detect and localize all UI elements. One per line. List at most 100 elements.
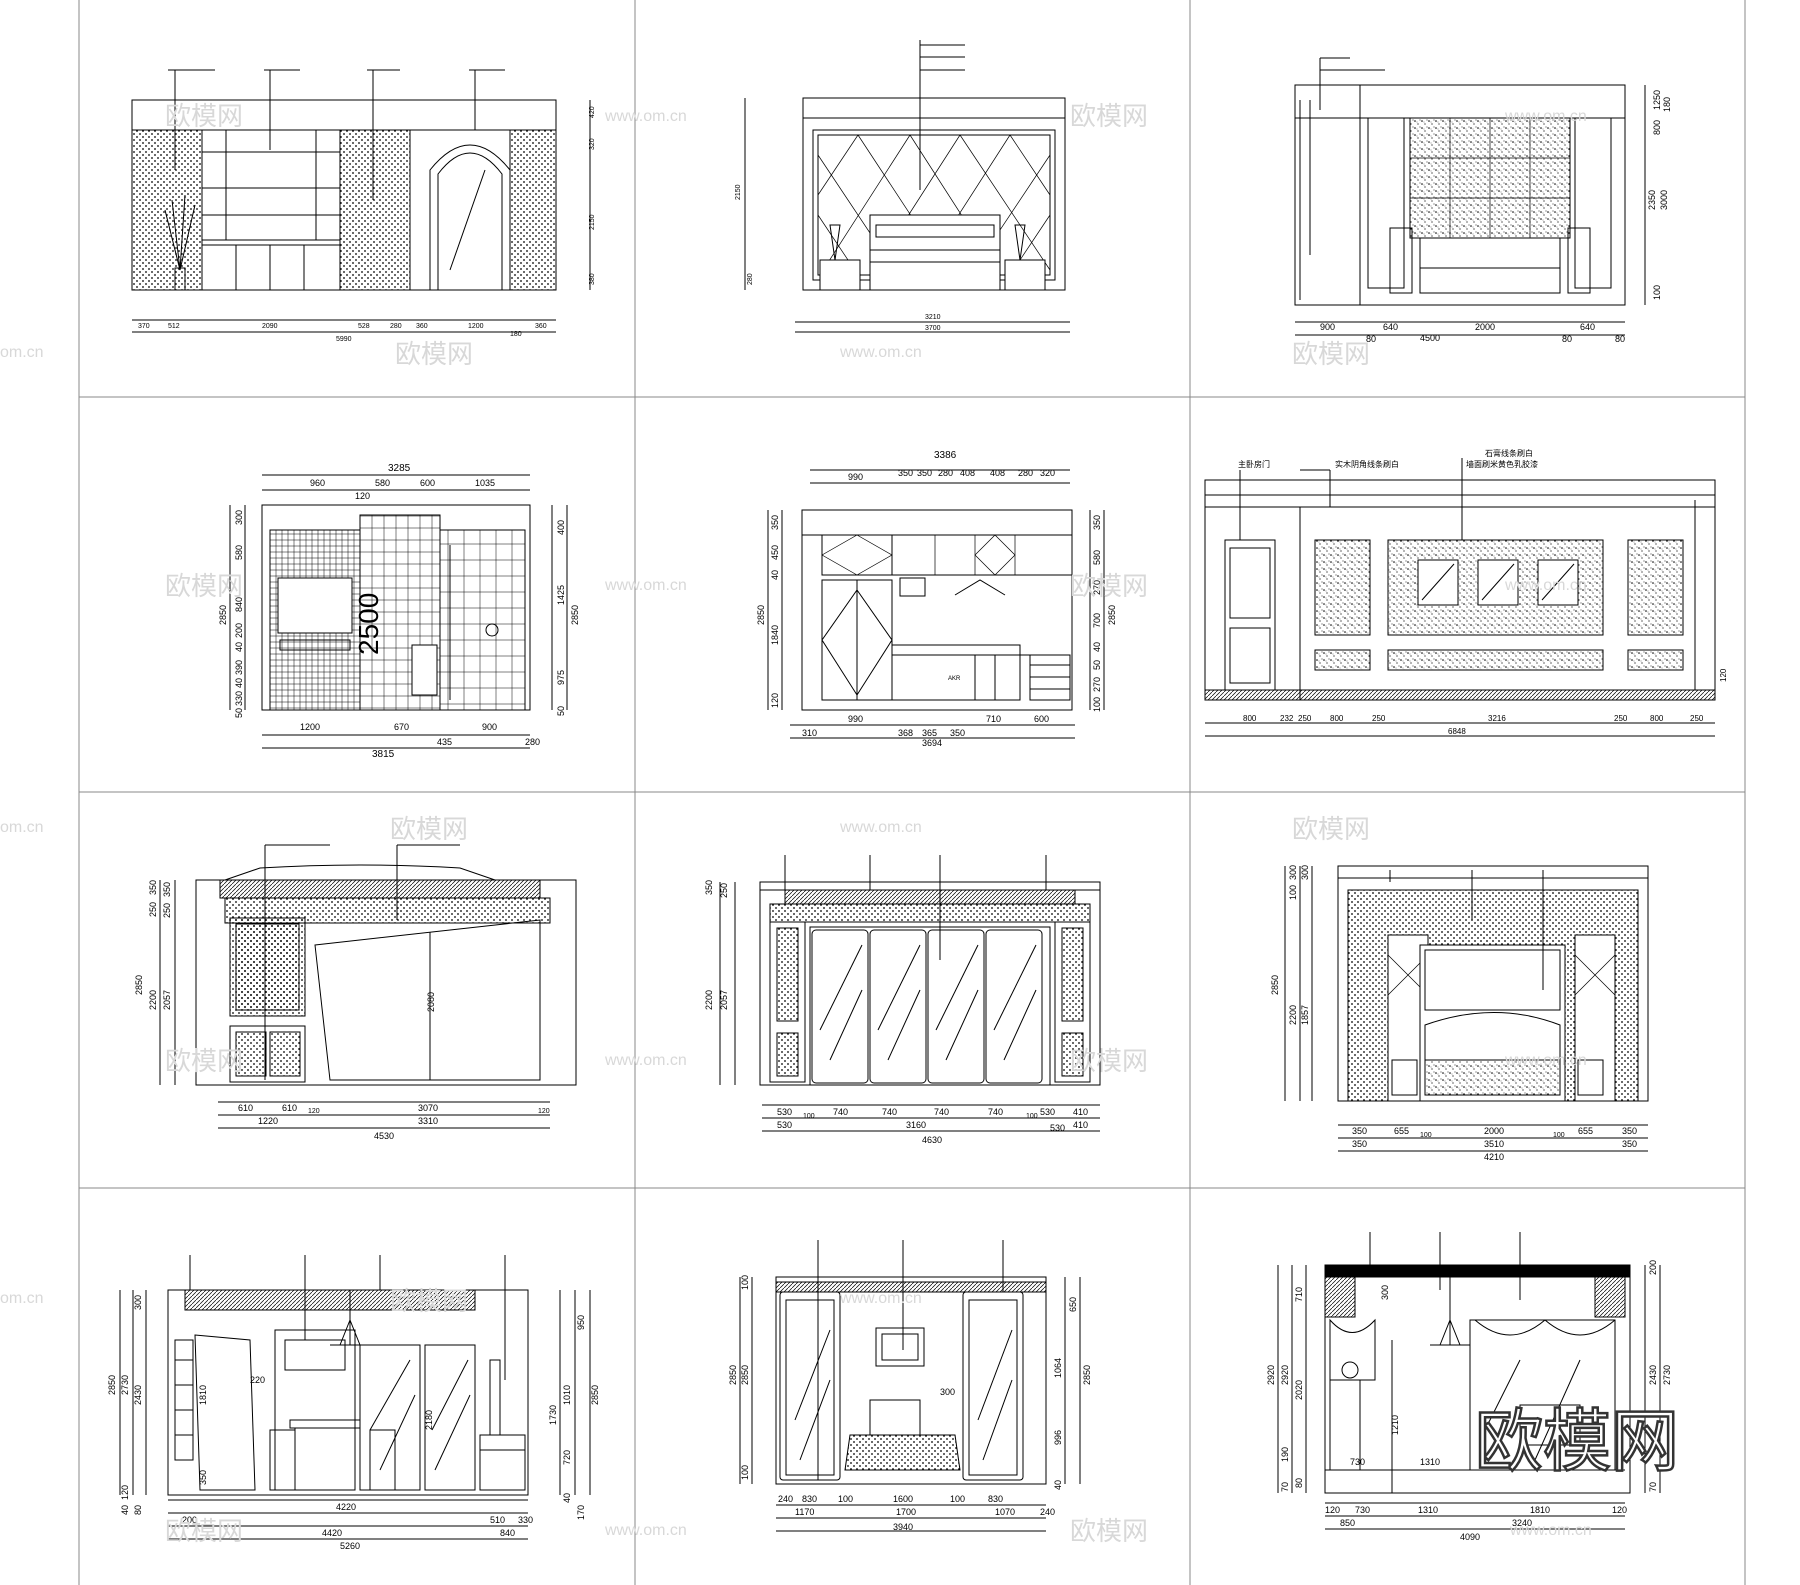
dim-text: 2090 [262,323,278,330]
dim-text: 1857 [1300,1005,1310,1025]
dim-text: 120 [120,1485,130,1500]
dim-text: 1170 [795,1507,814,1517]
panel-2-dim-texts: 3210 3700 2150 280 [735,184,941,332]
dim-text: 990 [848,472,863,482]
dim-text: 2020 [1294,1380,1304,1400]
dim-text: 700 [1092,613,1102,628]
dim-text: 280 [390,323,402,330]
dim-text: 310 [802,728,817,738]
dim-text: 1035 [475,478,495,488]
dim-text: 220 [250,1375,265,1385]
dim-text: 2850 [218,605,228,625]
dim-text: 250 [162,903,172,918]
dim-text: 200 [1648,1260,1658,1275]
dim-text: 200 [234,623,244,638]
dim-text: 1220 [258,1116,278,1126]
dim-text: 300 [1380,1285,1390,1300]
watermark-url: www.om.cn [839,1290,922,1307]
dim-text: 250 [148,902,158,917]
dim-text: 1730 [548,1405,558,1425]
dim-text: 300 [1300,865,1310,880]
dim-text: 990 [848,714,863,724]
total-dim-text: 4500 [1420,333,1440,343]
dim-text: 70 [1280,1482,1290,1492]
annotation-label: 墙面刷米黄色乳胶漆 [1466,459,1538,469]
watermark-brand-large: 欧模网 [1475,1404,1679,1480]
dim-text: 720 [562,1450,572,1465]
dim-text: 200 [182,1515,197,1525]
watermark-brand: 欧模网 [165,1516,243,1546]
dim-text: 975 [556,670,566,685]
watermark-url: www.om.cn [604,1522,687,1539]
dim-text: 2850 [1082,1365,1092,1385]
dim-text: 270 [1092,677,1102,692]
watermark-brand: 欧模网 [1070,101,1148,131]
dim-text: 1010 [562,1385,572,1405]
dim-text: 250 [1690,714,1704,723]
dim-text: 300 [234,510,244,525]
dim-text: 250 [719,883,729,898]
dim-text: 350 [917,468,932,478]
watermark-url: www.om.cn [604,1052,687,1069]
dim-text: 50 [556,706,566,716]
dim-text: 2850 [1270,975,1280,995]
dim-text: 950 [576,1315,586,1330]
dim-text: 1070 [995,1507,1015,1517]
dim-text: 510 [490,1515,505,1525]
dim-text: 2000 [1484,1126,1504,1136]
dim-text: 530 [777,1107,792,1117]
dim-text: 960 [310,478,325,488]
dim-text: 3285 [388,463,411,474]
dim-text: 40 [1053,1480,1063,1490]
dim-text: 3160 [906,1120,926,1130]
dim-text: 50 [234,708,244,718]
dim-text: 800 [1243,714,1257,723]
dim-text: 80 [1366,334,1376,344]
dim-text: 2850 [756,605,766,625]
dim-text: 655 [1394,1126,1409,1136]
dim-text: 2730 [1662,1365,1672,1385]
dim-text: 408 [960,468,975,478]
dim-text: 530 [1050,1123,1065,1133]
dim-text: 2850 [570,605,580,625]
panel-7-dim-texts: 350 250 350 250 2057 2200 2850 2080 610 … [134,880,550,1141]
total-dim-text: 3694 [922,738,942,748]
dim-text: 530 [1040,1107,1055,1117]
panel-3-master-bed-elevation [1294,57,1646,336]
dim-text: 40 [234,642,244,652]
dim-text: 350 [162,882,172,897]
watermark-brand: 欧模网 [390,814,468,844]
dim-text: 50 [1092,660,1102,670]
watermark-brand: 欧模网 [165,1046,243,1076]
watermark-url: om.cn [0,344,44,361]
dim-text: 40 [120,1505,130,1515]
dim-text: 320 [589,138,596,150]
dim-text: 580 [234,545,244,560]
dim-text: 730 [1350,1457,1365,1467]
dim-text: 190 [1280,1447,1290,1462]
dim-text: 710 [986,714,1001,724]
dim-text: 40 [770,570,780,580]
total-dim-text: 3940 [893,1522,913,1532]
panel-10-dim-texts: 300 2850 2730 2430 1810 350 120 40 80 22… [107,1295,600,1551]
watermark-large-layer: 欧模网 [1474,1403,1681,1482]
dim-text: 232 [1280,714,1294,723]
dim-text: 350 [1352,1126,1367,1136]
dim-text: 1210 [1390,1415,1400,1435]
dim-text: 4420 [322,1528,342,1538]
grid-lines [78,0,1746,1585]
dim-text: 800 [1330,714,1344,723]
watermark-url: www.om.cn [1509,1522,1592,1539]
dim-text: 840 [500,1528,515,1538]
watermark-layer: 欧模网 欧模网 欧模网 欧模网 欧模网 欧模网 欧模网 欧模网 欧模网 欧模网 … [0,101,1592,1546]
dim-text: 640 [1580,322,1595,332]
dim-text: 610 [238,1103,253,1113]
panel-8-dim-texts: 350 250 2200 2057 530 100 740 740 740 74… [704,880,1088,1145]
panel-12-dim-texts: 300 710 2920 2920 2020 190 70 80 1210 73… [1266,1260,1672,1542]
dim-text: 350 [1622,1139,1637,1149]
dim-text: 350 [148,880,158,895]
dim-text: 170 [576,1505,586,1520]
dim-text: 100 [1092,697,1102,712]
dim-text: 2200 [1288,1005,1298,1025]
dim-text: 996 [1053,1430,1063,1445]
